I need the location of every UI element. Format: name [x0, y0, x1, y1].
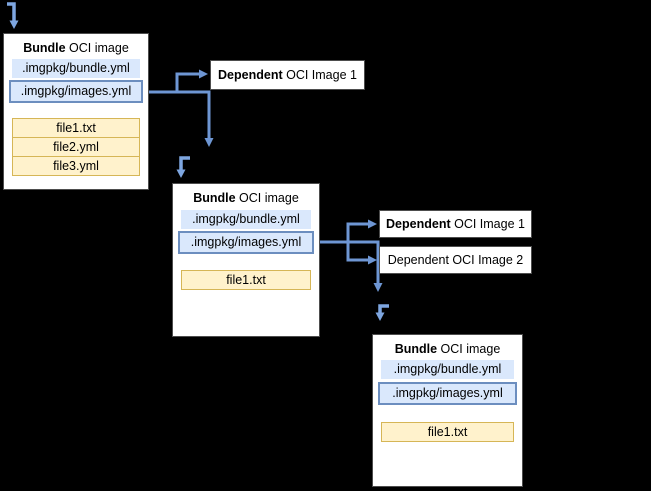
bundle-title-rest: OCI image	[65, 41, 129, 55]
bundle1-dependent1-connector	[175, 69, 208, 92]
dependent-label-rest: OCI Image 1	[450, 217, 525, 231]
dependent-oci-image-2-right: Dependent OCI Image 2	[379, 246, 532, 274]
bundle2-dependent2-connector	[346, 242, 377, 265]
entry-arrow-icon	[375, 304, 389, 321]
bundle-yml-file: .imgpkg/bundle.yml	[181, 210, 311, 229]
images-yml-file: .imgpkg/images.yml	[378, 382, 517, 405]
dependent-label-rest: Dependent OCI Image 2	[387, 253, 524, 267]
dependent-oci-image-1-right: Dependent OCI Image 1	[379, 210, 532, 238]
content-file: file1.txt	[181, 270, 311, 290]
entry-arrow-icon	[176, 156, 190, 178]
bundle-title-bold: Bundle	[394, 342, 438, 356]
content-file: file3.yml	[12, 156, 140, 176]
bundle-title: Bundle OCI image	[173, 191, 319, 206]
bundle-oci-image-1: Bundle OCI image .imgpkg/bundle.yml .img…	[3, 33, 149, 190]
bundle-title: Bundle OCI image	[373, 342, 522, 357]
images-yml-file: .imgpkg/images.yml	[9, 80, 143, 103]
content-file: file2.yml	[12, 137, 140, 157]
dependent-label-bold: Dependent	[218, 68, 283, 82]
content-file: file1.txt	[12, 118, 140, 138]
content-file: file1.txt	[381, 422, 514, 442]
dependent-label-rest: OCI Image 1	[282, 68, 357, 82]
bundle2-dependent1-connector	[346, 219, 377, 242]
bundle-oci-image-3: Bundle OCI image .imgpkg/bundle.yml .img…	[372, 334, 523, 487]
bundle2-images-connector	[314, 240, 383, 292]
bundle-oci-image-2: Bundle OCI image .imgpkg/bundle.yml .img…	[172, 183, 320, 337]
bundle1-images-connector	[143, 90, 214, 147]
entry-arrow-icon	[7, 2, 19, 29]
dependent-label-bold: Dependent	[386, 217, 451, 231]
bundle-title-rest: OCI image	[235, 191, 299, 205]
dependent-oci-image-1-top: Dependent OCI Image 1	[210, 60, 365, 90]
bundle-yml-file: .imgpkg/bundle.yml	[381, 360, 514, 379]
images-yml-file: .imgpkg/images.yml	[178, 231, 314, 254]
bundle-title-bold: Bundle	[193, 191, 236, 205]
bundle-title-bold: Bundle	[23, 41, 66, 55]
bundle-title: Bundle OCI image	[4, 41, 148, 56]
bundle-title-rest: OCI image	[437, 342, 501, 356]
bundle-yml-file: .imgpkg/bundle.yml	[12, 59, 140, 78]
